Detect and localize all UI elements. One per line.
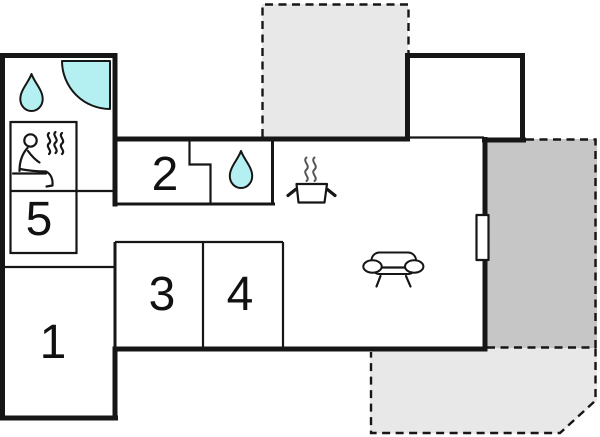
terrace-borders: [261, 3, 597, 435]
sauna-person-back: [18, 146, 29, 173]
right-terrace-dashed-border: [526, 138, 597, 348]
right-terrace: [486, 139, 597, 348]
sofa-armrest-right: [404, 259, 425, 274]
water-drop-icon: [228, 150, 254, 189]
interior-walls-medium: [113, 140, 275, 349]
sofa-icon: [362, 251, 425, 288]
bottom-terrace: [370, 348, 597, 434]
exterior-walls: [0, 53, 526, 421]
heat-wave-icon: [59, 131, 65, 156]
pot-handle-right: [325, 187, 337, 198]
room-3-label: 3: [149, 268, 176, 321]
sofa-armrest-left: [362, 259, 383, 274]
sauna-icon: [11, 130, 65, 188]
steam-icon: [304, 156, 317, 182]
room-1-label: 1: [40, 316, 67, 369]
steam-wave: [312, 156, 317, 182]
heat-wave-icon: [46, 131, 52, 156]
door-icon: [475, 213, 490, 262]
pot-handle-left: [286, 187, 298, 198]
sauna-person-head: [23, 133, 38, 148]
pot-body: [295, 182, 329, 204]
interior-walls-thin: [2, 120, 484, 349]
sofa-leg-left: [375, 274, 382, 288]
wall-segment: [188, 141, 212, 203]
sauna-person-leg: [18, 167, 54, 188]
room-2-label: 2: [152, 148, 179, 201]
shower-icon: [61, 60, 111, 110]
bottom-terrace-dashed-border: [369, 348, 597, 435]
top-terrace-dashed-border: [261, 3, 410, 137]
top-terrace: [262, 4, 408, 139]
room-5-label: 5: [26, 193, 53, 246]
room-labels: 1 2 3 4 5: [26, 148, 254, 369]
water-drop-icon: [19, 73, 44, 112]
sofa-leg-right: [404, 274, 412, 288]
steam-wave: [304, 156, 309, 182]
room-4-label: 4: [227, 268, 254, 321]
heat-wave-icon: [53, 130, 58, 155]
cooking-pot-icon: [286, 182, 337, 204]
sauna-person-arm: [26, 149, 41, 164]
